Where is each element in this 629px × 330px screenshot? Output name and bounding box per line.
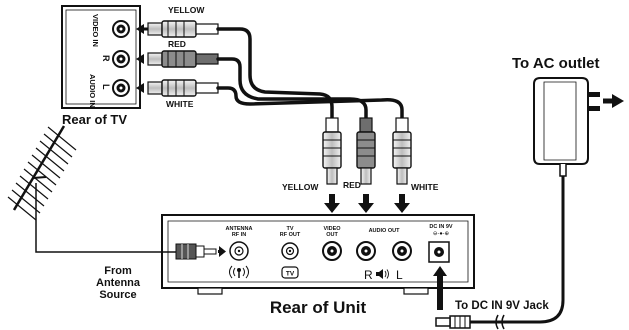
power-cable	[486, 176, 565, 324]
tv-audio-in-label: AUDIO IN	[88, 74, 97, 108]
antenna-cable	[35, 183, 178, 253]
video-out-jack	[322, 241, 342, 261]
tv-audio-l-jack	[112, 79, 130, 97]
dc-plug	[435, 315, 471, 329]
audio-out-l-jack	[392, 241, 412, 261]
av-cables	[216, 27, 404, 120]
antenna-label-1: ANTENNA	[226, 226, 253, 232]
tv-video-in-jack	[112, 20, 130, 38]
antenna-label-2: RF IN	[232, 232, 246, 238]
antenna-source-line3: Source	[99, 289, 136, 301]
dc-in-jack	[428, 241, 450, 263]
ac-adapter-icon	[533, 77, 624, 177]
tv-icon	[281, 266, 299, 279]
red-label-unit: RED	[343, 180, 361, 190]
unit-r-label: R	[364, 268, 373, 282]
yellow-plug-tv	[147, 20, 219, 38]
unit-plugs	[322, 117, 412, 213]
unit-l-label: L	[396, 268, 403, 282]
tv-rf-out-label-1: TV	[286, 226, 293, 232]
red-label-tv: RED	[168, 39, 186, 49]
antenna-source-line2: Antenna	[96, 277, 141, 289]
tv-icon-text: TV	[286, 271, 295, 278]
unit-foot-right	[403, 287, 429, 295]
antenna-coax-plug	[175, 243, 226, 260]
tv-rf-out-jack	[281, 242, 299, 260]
ac-outlet-label: To AC outlet	[512, 55, 599, 72]
video-out-label-2: OUT	[326, 232, 338, 238]
speaker-icon	[376, 269, 389, 279]
white-plug-tv	[147, 79, 219, 97]
dc-in-label-2: ⊖-●-⊕	[433, 231, 450, 237]
yellow-label-tv: YELLOW	[168, 5, 205, 15]
tv-plugs	[136, 20, 219, 97]
yellow-label-unit: YELLOW	[282, 182, 319, 192]
dc-jack-label: To DC IN 9V Jack	[455, 300, 549, 312]
unit-foot-left	[197, 287, 223, 295]
audio-out-r-jack	[356, 241, 376, 261]
tv-rear-panel: VIDEO IN AUDIO IN R L	[61, 5, 141, 109]
cable-break-mark	[495, 314, 505, 330]
antenna-source-line1: From	[104, 265, 132, 277]
red-plug-unit	[356, 117, 376, 185]
dc-in-label-1: DC IN 9V	[429, 224, 453, 230]
video-out-label-1: VIDEO	[323, 226, 341, 232]
tv-video-in-label: VIDEO IN	[91, 14, 100, 47]
audio-out-label: AUDIO OUT	[369, 228, 401, 234]
yellow-plug-unit	[322, 117, 342, 185]
unit-panel-label: Rear of Unit	[270, 298, 367, 317]
white-label-tv: WHITE	[166, 99, 194, 109]
red-cable	[216, 57, 368, 120]
tv-r-label: R	[101, 55, 111, 62]
tv-audio-r-jack	[112, 50, 130, 68]
white-cable	[216, 86, 404, 120]
unit-rear-panel: ANTENNA RF IN TV RF OUT TV VIDEO OUT	[161, 214, 475, 295]
red-plug-tv	[147, 50, 219, 68]
tv-rf-out-label-2: RF OUT	[280, 232, 301, 238]
down-arrows	[324, 194, 410, 213]
tv-panel-label: Rear of TV	[62, 112, 127, 127]
tv-l-label: L	[101, 84, 111, 90]
dc-up-arrow	[433, 266, 447, 310]
antenna-signal-icon	[229, 265, 249, 279]
antenna-rf-in-jack	[229, 241, 249, 261]
white-label-unit: WHITE	[411, 182, 439, 192]
white-plug-unit	[392, 117, 412, 185]
antenna-icon	[7, 125, 77, 221]
